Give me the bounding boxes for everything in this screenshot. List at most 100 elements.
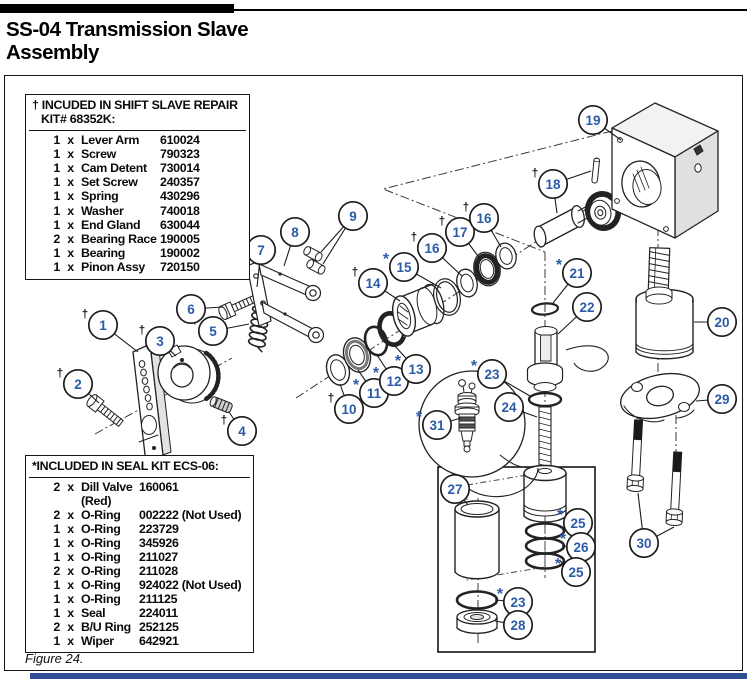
svg-text:17: 17 <box>452 225 467 240</box>
svg-text:23: 23 <box>484 367 500 382</box>
svg-text:30: 30 <box>636 536 651 551</box>
part-dill-valve <box>454 379 480 453</box>
svg-text:4: 4 <box>238 424 246 439</box>
part-end-gland <box>391 283 445 337</box>
figure-caption: Figure 24. <box>25 651 84 666</box>
svg-text:*: * <box>557 507 564 524</box>
callout-15: 15* <box>383 251 442 289</box>
part-housing <box>611 102 719 239</box>
callout-24: 24 <box>493 391 538 423</box>
svg-text:23: 23 <box>510 595 526 610</box>
callout-9: 9 <box>320 200 369 265</box>
svg-text:25: 25 <box>568 565 584 580</box>
page-title-line1: SS-04 Transmission Slave <box>6 18 249 41</box>
callout-23: 23 * <box>471 358 531 397</box>
svg-text:18: 18 <box>545 177 561 192</box>
svg-text:16: 16 <box>476 211 492 226</box>
footer-accent-bar <box>30 673 747 679</box>
svg-text:†: † <box>411 232 417 244</box>
svg-text:*: * <box>471 358 478 375</box>
svg-text:13: 13 <box>408 362 424 377</box>
svg-text:†: † <box>532 168 538 180</box>
svg-text:†: † <box>57 368 63 380</box>
callout-27: 27 <box>439 473 471 506</box>
table-header-line2: KIT# 68352K: <box>41 111 116 126</box>
svg-text:†: † <box>352 267 358 279</box>
svg-text:10: 10 <box>341 402 356 417</box>
table-header-line1: † INCUDED IN SHIFT SLAVE REPAIR <box>32 98 238 112</box>
svg-text:1: 1 <box>99 318 107 333</box>
svg-text:†: † <box>328 393 334 405</box>
callout-11: 11 * <box>353 369 390 409</box>
svg-text:5: 5 <box>209 324 217 339</box>
part-o-ring-23 <box>455 590 499 610</box>
table-rule <box>29 476 250 478</box>
callout-12: 12* <box>373 354 410 397</box>
callout-layer: 1†2†3†4†5†678910†11*12*13*14†15*16†17†16… <box>57 104 738 641</box>
part-set-screw <box>209 396 233 413</box>
callout-25: 25* <box>557 507 594 539</box>
callout-4: 4† <box>221 411 258 447</box>
svg-text:†: † <box>82 309 88 321</box>
svg-text:12: 12 <box>386 374 401 389</box>
svg-text:*: * <box>353 377 360 394</box>
part-bushings <box>303 246 326 275</box>
part-screw-6 <box>218 294 257 320</box>
svg-text:†: † <box>139 325 145 337</box>
part-piston <box>523 464 567 570</box>
callout-17: 17† <box>439 216 482 261</box>
callout-19: 19 <box>577 104 622 141</box>
svg-text:7: 7 <box>257 243 265 258</box>
svg-text:28: 28 <box>510 618 526 633</box>
svg-text:27: 27 <box>447 482 462 497</box>
callout-26: 26* <box>560 531 597 563</box>
part-flange <box>620 372 700 423</box>
table-header: *INCLUDED IN SEAL KIT ECS-06: <box>26 456 253 476</box>
svg-text:*: * <box>556 257 563 274</box>
svg-text:26: 26 <box>573 540 589 555</box>
part-valve-stack <box>526 302 564 471</box>
part-cup <box>454 500 500 580</box>
svg-text:11: 11 <box>367 386 382 401</box>
top-rule-thin <box>234 9 747 11</box>
svg-text:15: 15 <box>396 260 412 275</box>
svg-text:14: 14 <box>365 276 381 291</box>
callout-29: 29 <box>695 383 738 415</box>
table-header-line1: *INCLUDED IN SEAL KIT ECS-06: <box>32 459 219 473</box>
part-screw-2 <box>86 394 124 427</box>
part-pin <box>591 157 600 184</box>
callout-6: 6 <box>175 293 224 325</box>
svg-text:*: * <box>555 556 562 573</box>
svg-text:*: * <box>497 586 504 603</box>
svg-text:2: 2 <box>74 377 82 392</box>
svg-text:20: 20 <box>714 315 729 330</box>
table-header: † INCUDED IN SHIFT SLAVE REPAIR KIT# 683… <box>26 95 249 129</box>
svg-text:19: 19 <box>585 113 600 128</box>
part-pinion-gear <box>584 191 622 231</box>
page-title: SS-04 Transmission Slave Assembly <box>6 18 249 64</box>
svg-text:22: 22 <box>579 300 594 315</box>
callout-3: 3† <box>139 325 177 357</box>
svg-text:†: † <box>221 415 227 427</box>
page-title-line2: Assembly <box>6 41 99 64</box>
callout-13: 13* <box>392 343 432 385</box>
shift-slave-repair-kit-table: † INCUDED IN SHIFT SLAVE REPAIR KIT# 683… <box>25 94 250 280</box>
top-rule-thick <box>0 4 234 13</box>
